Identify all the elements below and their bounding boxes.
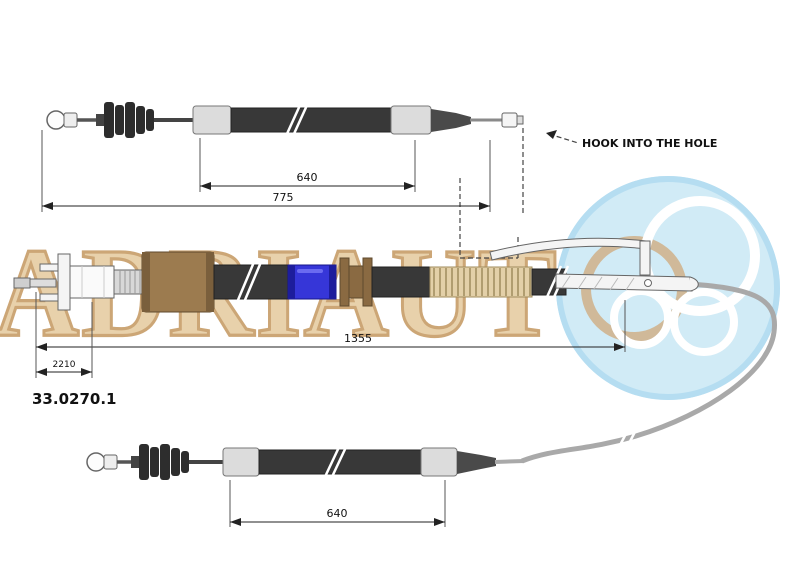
top-cable-eye-end [46, 110, 66, 130]
top-cable-boot [96, 102, 154, 138]
middle-white-cylinder [69, 265, 115, 299]
middle-sheath-2 [371, 266, 431, 298]
logo-ring-small-left [610, 287, 672, 349]
bottom-cable-boot [131, 444, 189, 480]
top-cable-taper [431, 109, 471, 132]
dimension-middle-overall: 1355 [35, 292, 626, 378]
dim-middle-left-label: 2210 [53, 360, 76, 370]
bottom-cable-sleeve-right [420, 447, 458, 477]
middle-spring-section [429, 266, 533, 298]
hook-leader-arrow [546, 130, 557, 139]
dim-top-inner-label: 640 [297, 171, 318, 184]
bottom-cable-sleeve-left [222, 447, 260, 477]
dim-top-overall-label: 775 [273, 191, 294, 204]
lever-hook-end [689, 276, 699, 292]
middle-knurled-grommet [141, 251, 215, 313]
bottom-cable [86, 444, 525, 480]
bottom-cable-nipple [103, 454, 118, 470]
dim-middle-overall-label: 1355 [344, 332, 372, 345]
top-cable-nipple [63, 112, 78, 128]
middle-fork-bracket [39, 253, 71, 311]
middle-adjuster-ridged [113, 269, 143, 295]
top-cable-sleeve-left [192, 105, 232, 135]
part-number: 33.0270.1 [32, 390, 116, 408]
dimension-top-overall: 775 [41, 130, 491, 212]
dimension-middle-left: 2210 [36, 302, 93, 378]
top-cable-sleeve-right [390, 105, 432, 135]
middle-cable-assembly [13, 251, 661, 313]
middle-end-pin [13, 277, 31, 289]
hook-annotation: HOOK INTO THE HOLE [459, 128, 717, 259]
dimension-bottom-inner: 640 [229, 480, 446, 527]
bottom-cable-taper [457, 451, 496, 474]
lever-main-plate [555, 273, 693, 292]
top-cable-barrel-end [501, 112, 518, 128]
dim-bottom-inner-label: 640 [327, 507, 348, 520]
middle-blue-sleeve [287, 264, 337, 300]
middle-flanged-spool [339, 257, 373, 307]
logo-ring-small-right [670, 288, 738, 356]
hook-note-label: HOOK INTO THE HOLE [582, 137, 717, 150]
long-cable-curve [521, 281, 778, 464]
dimension-top-inner: 640 [199, 138, 416, 192]
equalizer-lever-bracket [489, 237, 699, 292]
top-cable [46, 102, 524, 138]
bottom-cable-eye-end [86, 452, 106, 472]
top-cable-sheath [230, 107, 392, 133]
